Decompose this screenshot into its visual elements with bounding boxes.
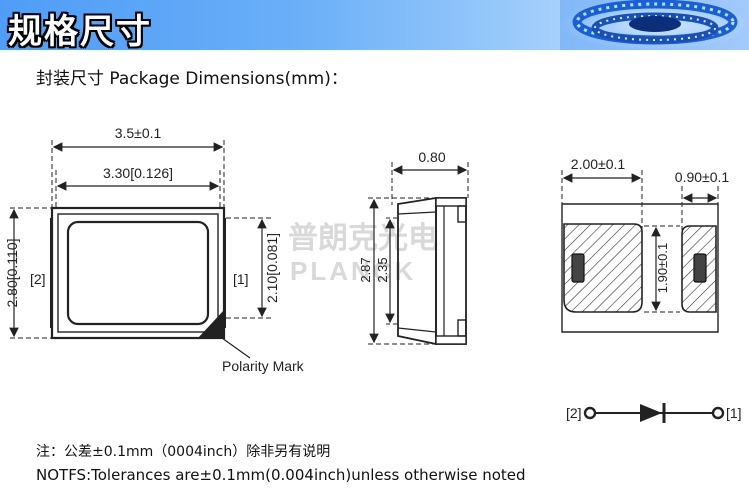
header-banner: 规格尺寸	[0, 0, 749, 52]
tolerance-note-cn: 注：公差±0.1mm（0004inch）除非另有说明	[36, 444, 331, 460]
tolerance-note-en: NOTFS:Tolerances are±0.1mm(0.004inch)unl…	[36, 466, 526, 484]
top-body-width-label: 3.30[0.126]	[103, 165, 173, 181]
diode-anode-label: [2]	[566, 405, 582, 421]
led-strip-image	[560, 0, 749, 50]
diode-cathode-label: [1]	[726, 405, 742, 421]
side-inner-height-label: 2.35	[375, 257, 390, 282]
top-inner-height-label: 2.10[0.081]	[264, 233, 280, 303]
top-view	[9, 140, 272, 359]
side-view	[368, 162, 469, 346]
top-overall-width-label: 3.5±0.1	[115, 125, 162, 141]
top-left-terminal-label: [2]	[30, 271, 46, 287]
pad-layout-view	[561, 170, 719, 333]
diode-symbol	[583, 403, 725, 423]
package-dimensions-heading: 封装尺寸 Package Dimensions(mm)：	[36, 69, 348, 89]
watermark-cn: 普朗克光电	[288, 221, 438, 255]
polarity-mark-label: Polarity Mark	[222, 358, 305, 374]
pad-width-label: 0.90±0.1	[675, 169, 730, 185]
side-total-height-label: 2.87	[358, 257, 373, 282]
top-overall-height-label: 2.80[0.110]	[4, 238, 20, 307]
banner-title: 规格尺寸	[8, 12, 152, 52]
side-thickness-label: 0.80	[418, 149, 445, 165]
top-right-terminal-label: [1]	[233, 271, 249, 287]
pad-height-label: 1.90±0.1	[655, 243, 670, 294]
pad-spacing-label: 2.00±0.1	[571, 156, 626, 172]
